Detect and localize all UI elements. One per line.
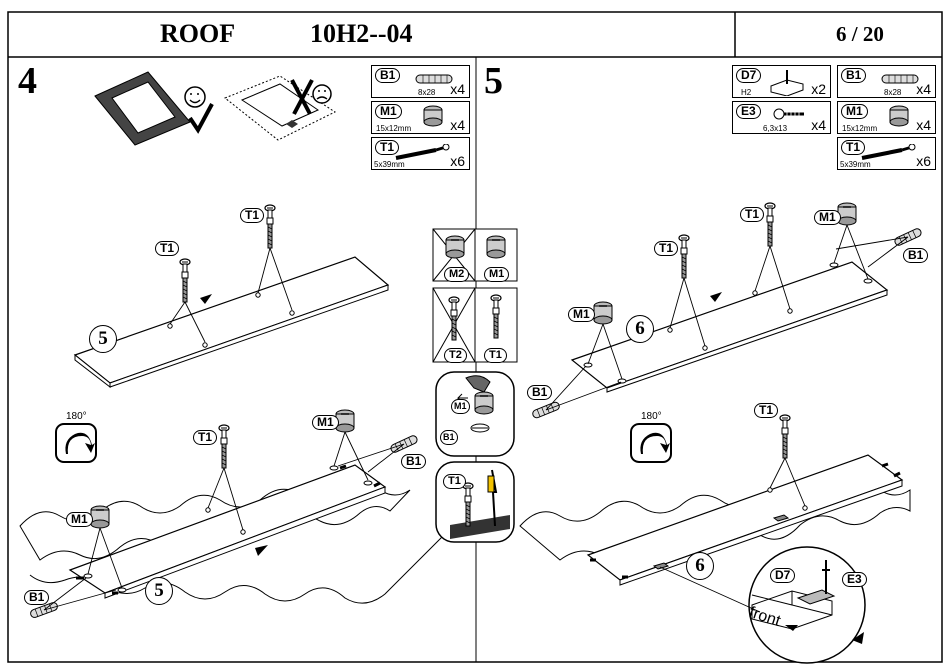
kit-item-b1: B1 8x28 x4 [837,65,936,98]
callout-m1: M1 [66,512,93,527]
callout-m1: M1 [814,210,841,225]
screw-icon [773,108,804,120]
callout-b1: B1 [903,248,929,263]
board-number: 6 [626,315,654,343]
callout-d7: D7 [770,568,796,583]
kit-qty: x4 [916,117,931,133]
kit-size: 8x28 [884,88,902,97]
kit-code: M1 [841,104,868,119]
kit-qty: x4 [811,117,826,133]
board-number: 5 [89,325,117,353]
kit-size: 5x39mm [374,160,405,169]
dowel-icon [415,74,453,84]
model-code: 10H2--04 [310,19,413,48]
kit-size: 5x39mm [840,160,871,169]
right-cam-label: M1 [484,267,510,282]
bare-floor-wrong-illustration [224,75,337,141]
dowel-icon [881,74,919,84]
bracket-icon [770,70,804,96]
callout-b1: B1 [24,590,50,605]
kit-code: M1 [375,104,402,119]
callout-e3: E3 [842,572,867,587]
kit-item-t1: T1 5x39mm x6 [371,137,470,170]
wrong-bolt-label: T2 [444,348,467,363]
kit-code: E3 [736,104,761,119]
cam-lock-icon [423,105,443,127]
callout-t1: T1 [754,403,779,418]
callout-t1: T1 [155,241,180,256]
kit-qty: x4 [450,117,465,133]
step-5-number: 5 [484,60,503,102]
callout-m1: M1 [312,415,339,430]
detail-dowel-label: B1 [440,430,458,445]
kit-code: B1 [375,68,401,83]
step-4-number: 4 [18,60,37,102]
callout-t1: T1 [240,208,265,223]
cam-lock-icon [889,105,909,127]
kit-item-m1: M1 15x12mm x4 [371,101,470,134]
kit-code: T1 [375,140,400,155]
detail-cam-label: M1 [451,399,470,414]
cam-bolt-icon [861,144,916,160]
board-6-lower [519,414,911,664]
callout-b1: B1 [401,454,427,469]
callout-t1: T1 [740,207,765,222]
kit-size: 8x28 [418,88,436,97]
kit-item-d7: D7 H2 x2 [732,65,831,98]
board-number: 6 [686,552,714,580]
kit-size: 15x12mm [376,124,412,133]
wrong-cam-label: M2 [444,267,470,282]
page-number: 6 / 20 [836,22,884,46]
callout-t1: T1 [654,241,679,256]
board-5-upper [73,204,390,389]
kit-item-t1: T1 5x39mm x6 [837,137,936,170]
callout-b1: B1 [527,385,553,400]
carpet-ok-illustration [94,71,214,146]
board-number: 5 [145,577,173,605]
kit-code: D7 [736,68,762,83]
detail-bolt-label: T1 [443,474,466,489]
board-6-upper [531,202,923,420]
callout-m1: M1 [568,307,595,322]
page-title: ROOF [160,19,236,48]
board-5-lower [19,409,446,620]
kit-qty: x4 [916,81,931,97]
kit-item-e3: E3 6,3x13 x4 [732,101,831,134]
kit-qty: x2 [811,81,826,97]
kit-qty: x6 [450,153,465,169]
rotate-label: 180° [66,411,87,422]
kit-item-b1: B1 8x28 x4 [371,65,470,98]
kit-size: H2 [741,88,752,97]
kit-item-m1: M1 15x12mm x4 [837,101,936,134]
kit-qty: x4 [450,81,465,97]
kit-code: T1 [841,140,866,155]
kit-size: 15x12mm [842,124,878,133]
kit-code: B1 [841,68,867,83]
kit-qty: x6 [916,153,931,169]
kit-size: 6,3x13 [763,124,788,133]
rotate-label: 180° [641,411,662,422]
callout-t1: T1 [193,430,218,445]
right-bolt-label: T1 [484,348,507,363]
cam-bolt-icon [395,144,450,160]
